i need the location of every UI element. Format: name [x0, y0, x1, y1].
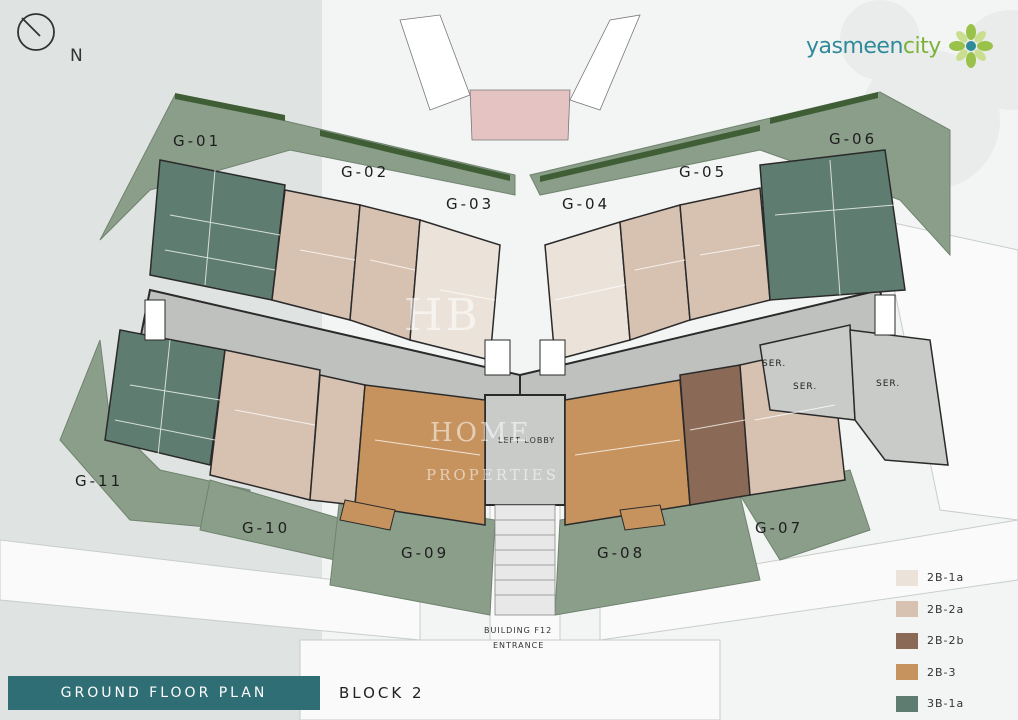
legend-item: 3B-1a	[896, 688, 1008, 720]
neighbour-building	[399, 14, 641, 141]
unit-label-g07: G-07	[755, 519, 803, 537]
legend-label: 2B-2b	[927, 634, 965, 648]
units-right-upper	[544, 149, 906, 361]
unit-label-g10: G-10	[242, 519, 290, 537]
unit-label-g09: G-09	[401, 544, 449, 562]
service-room-label: SER.	[876, 379, 900, 389]
flower-icon	[948, 24, 993, 68]
unit-type-legend: 2B-1a 2B-2a 2B-2b 2B-3 3B-1a	[896, 562, 1008, 720]
brand-name-main: yasmeen	[806, 33, 903, 59]
unit-label-g11: G-11	[75, 472, 123, 490]
room-partitions	[114, 159, 896, 456]
service-room-label: SER.	[762, 359, 786, 369]
legend-item: 2B-2b	[896, 625, 1008, 657]
units-right-lower	[564, 324, 949, 526]
brand-logo: yasmeencity	[806, 24, 993, 68]
plan-title: GROUND FLOOR PLAN	[60, 685, 268, 701]
entrance-label-line1: BUILDING F12	[484, 626, 552, 635]
north-label: N	[70, 46, 83, 66]
watermark-logo: HB	[404, 290, 481, 341]
north-compass: N	[14, 10, 86, 66]
hedge-rows	[175, 92, 878, 182]
unit-label-g02: G-02	[341, 163, 389, 181]
legend-swatch	[896, 569, 918, 586]
legend-label: 2B-3	[927, 665, 957, 679]
unit-label-g06: G-06	[829, 130, 877, 148]
legend-item: 2B-2a	[896, 594, 1008, 626]
compass-icon	[17, 13, 55, 51]
unit-label-g08: G-08	[597, 544, 645, 562]
plan-title-bar: GROUND FLOOR PLAN	[8, 676, 320, 710]
legend-swatch	[896, 695, 918, 712]
lobby-label: LEFT LOBBY	[498, 436, 555, 445]
block-label: BLOCK 2	[339, 684, 425, 702]
unit-label-g05: G-05	[679, 163, 727, 181]
unit-label-g01: G-01	[173, 132, 221, 150]
road-network	[0, 219, 1018, 720]
entrance-steps	[494, 504, 556, 616]
watermark-line1: HOME	[430, 418, 532, 448]
units-left-upper	[149, 159, 501, 361]
service-room-label: SER.	[793, 382, 817, 392]
units-left-lower	[104, 329, 486, 526]
unit-terraces	[339, 499, 666, 531]
legend-label: 2B-2a	[927, 602, 965, 616]
brand-name-accent: city	[902, 33, 941, 59]
brand-name: yasmeencity	[806, 34, 941, 59]
legend-label: 2B-1a	[927, 571, 965, 585]
legend-item: 2B-1a	[896, 562, 1008, 594]
unit-label-g03: G-03	[446, 195, 494, 213]
entrance-label-line2: ENTRANCE	[493, 641, 544, 650]
legend-swatch	[896, 601, 918, 618]
watermark-line2: PROPERTIES	[426, 466, 559, 484]
legend-swatch	[896, 664, 918, 681]
legend-item: 2B-3	[896, 657, 1008, 689]
unit-label-g04: G-04	[562, 195, 610, 213]
stair-cores	[144, 294, 896, 376]
legend-label: 3B-1a	[927, 697, 965, 711]
legend-swatch	[896, 632, 918, 649]
